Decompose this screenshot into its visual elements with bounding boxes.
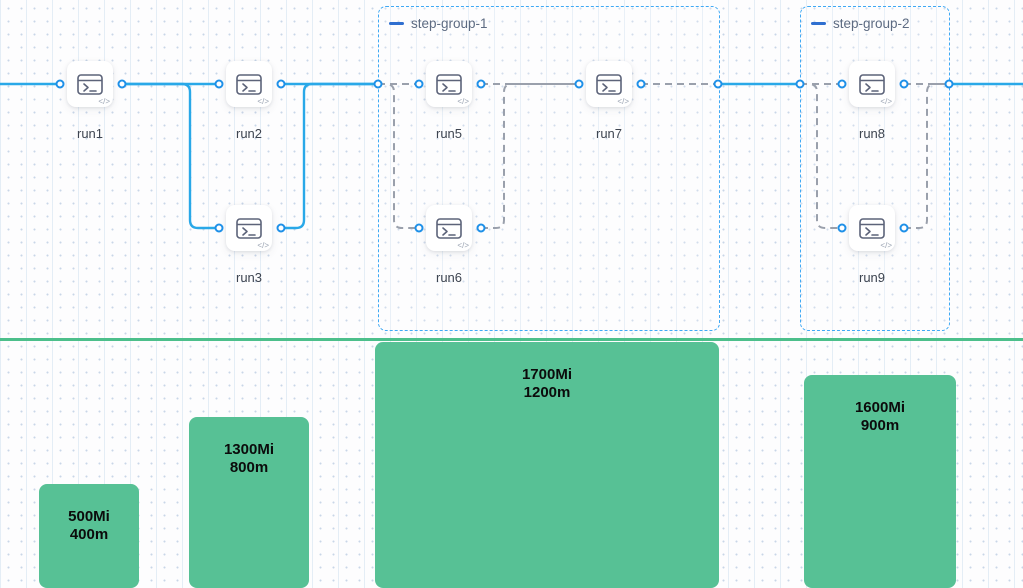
resource-bar-label: 1300Mi 800m — [223, 441, 275, 477]
resource-bar-label: 1600Mi 900m — [854, 399, 906, 435]
terminal-icon — [77, 73, 103, 95]
port-run7-in[interactable] — [574, 79, 584, 89]
node-run9[interactable]: </> — [849, 205, 895, 251]
group-box-step-group-1[interactable] — [378, 6, 720, 331]
resource-bar[interactable] — [375, 342, 719, 588]
terminal-icon — [596, 73, 622, 95]
port-group1-out[interactable] — [713, 79, 723, 89]
node-run7[interactable]: </> — [586, 61, 632, 107]
code-icon: </> — [257, 241, 269, 250]
terminal-icon — [436, 73, 462, 95]
node-run5[interactable]: </> — [426, 61, 472, 107]
terminal-icon — [236, 217, 262, 239]
group-label-text: step-group-2 — [833, 16, 910, 31]
port-run9-out[interactable] — [899, 223, 909, 233]
resource-bar-label: 500Mi 400m — [68, 508, 110, 544]
port-run1-out[interactable] — [117, 79, 127, 89]
node-run8[interactable]: </> — [849, 61, 895, 107]
code-icon: </> — [457, 97, 469, 106]
node-label-run6: run6 — [435, 270, 463, 285]
port-run2-in[interactable] — [214, 79, 224, 89]
node-label-run5: run5 — [435, 126, 463, 141]
code-icon: </> — [880, 241, 892, 250]
resource-bar[interactable] — [39, 484, 139, 588]
port-run6-in[interactable] — [414, 223, 424, 233]
port-run5-in[interactable] — [414, 79, 424, 89]
node-run1[interactable]: </> — [67, 61, 113, 107]
edge-run3-to-group1 — [281, 82, 378, 230]
terminal-icon — [859, 73, 885, 95]
port-group1-in[interactable] — [373, 79, 383, 89]
edge-run1-to-run3 — [122, 82, 219, 230]
resource-bar[interactable] — [189, 417, 309, 588]
port-run3-in[interactable] — [214, 223, 224, 233]
port-run2-out[interactable] — [276, 79, 286, 89]
group-label-text: step-group-1 — [411, 16, 488, 31]
port-run8-out[interactable] — [899, 79, 909, 89]
code-icon: </> — [98, 97, 110, 106]
node-label-run7: run7 — [595, 126, 623, 141]
port-run9-in[interactable] — [837, 223, 847, 233]
minus-icon[interactable] — [389, 22, 404, 25]
port-run3-out[interactable] — [276, 223, 286, 233]
node-label-run9: run9 — [858, 270, 886, 285]
node-run6[interactable]: </> — [426, 205, 472, 251]
port-group2-in[interactable] — [795, 79, 805, 89]
group-label-step-group-2[interactable]: step-group-2 — [811, 16, 910, 31]
code-icon: </> — [457, 241, 469, 250]
code-icon: </> — [617, 97, 629, 106]
node-label-run3: run3 — [235, 270, 263, 285]
code-icon: </> — [257, 97, 269, 106]
resource-bar-label: 1700Mi 1200m — [521, 366, 573, 402]
port-group2-out[interactable] — [944, 79, 954, 89]
code-icon: </> — [880, 97, 892, 106]
node-run3[interactable]: </> — [226, 205, 272, 251]
port-run1-in[interactable] — [55, 79, 65, 89]
terminal-icon — [859, 217, 885, 239]
terminal-icon — [436, 217, 462, 239]
node-label-run8: run8 — [858, 126, 886, 141]
port-run7-out[interactable] — [636, 79, 646, 89]
port-run5-out[interactable] — [476, 79, 486, 89]
node-label-run2: run2 — [235, 126, 263, 141]
port-run6-out[interactable] — [476, 223, 486, 233]
resource-bar[interactable] — [804, 375, 956, 588]
node-label-run1: run1 — [76, 126, 104, 141]
minus-icon[interactable] — [811, 22, 826, 25]
node-run2[interactable]: </> — [226, 61, 272, 107]
resource-divider — [0, 338, 1023, 341]
port-run8-in[interactable] — [837, 79, 847, 89]
group-label-step-group-1[interactable]: step-group-1 — [389, 16, 488, 31]
terminal-icon — [236, 73, 262, 95]
